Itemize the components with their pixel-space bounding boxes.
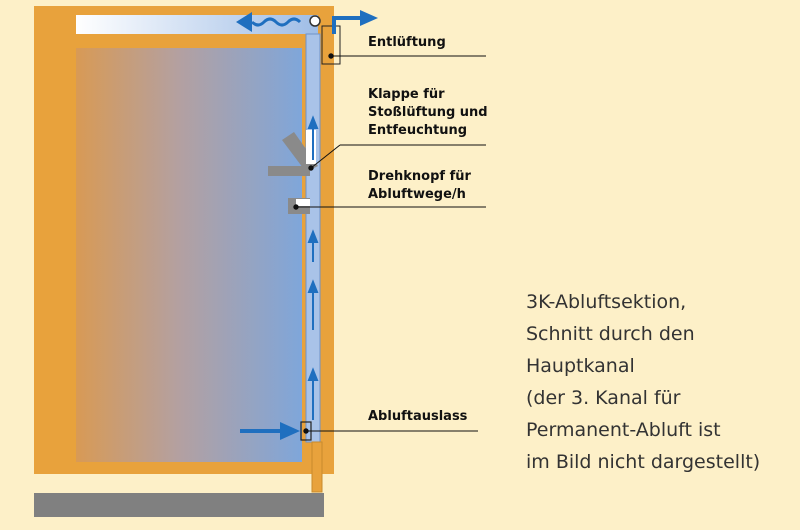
upward-flow-arrows — [307, 115, 319, 420]
label-drehknopf-line-1: Drehknopf für — [368, 169, 471, 184]
label-drehknopf: Drehknopf für Abluftwege/h — [368, 168, 471, 204]
floor — [34, 493, 324, 517]
caption-line-5: Permanent-Abluft ist — [526, 419, 721, 441]
label-entlueftung: Entlüftung — [368, 35, 446, 50]
caption-line-3: Hauptkanal — [526, 355, 635, 377]
damper-flap — [268, 130, 318, 176]
exhaust-arrow — [332, 10, 378, 34]
return-air-arrow — [236, 12, 302, 32]
vent-valve — [309, 15, 321, 27]
caption-line-2: Schnitt durch den — [526, 323, 695, 345]
label-drehknopf-line-2: Abluftwege/h — [368, 187, 466, 202]
label-klappe: Klappe für Stoßlüftung und Entfeuchtung — [368, 86, 488, 140]
outlet-stub — [311, 441, 323, 493]
label-klappe-line-3: Entfeuchtung — [368, 123, 468, 138]
caption-line-4: (der 3. Kanal für — [526, 387, 681, 409]
caption-line-1: 3K-Abluftsektion, — [526, 291, 687, 313]
caption-line-6: im Bild nicht dargestellt) — [526, 451, 761, 473]
label-klappe-line-2: Stoßlüftung und — [368, 105, 488, 120]
inlet-arrow — [240, 422, 300, 440]
label-abluftauslass: Abluftauslass — [368, 409, 468, 424]
rotary-knob — [288, 198, 310, 214]
top-duct — [76, 15, 318, 34]
caption: 3K-Abluftsektion, Schnitt durch den Haup… — [526, 286, 760, 478]
wall-panel — [76, 48, 302, 462]
leader-lines — [293, 53, 486, 434]
vent-marker — [321, 25, 341, 65]
label-klappe-line-1: Klappe für — [368, 87, 445, 102]
